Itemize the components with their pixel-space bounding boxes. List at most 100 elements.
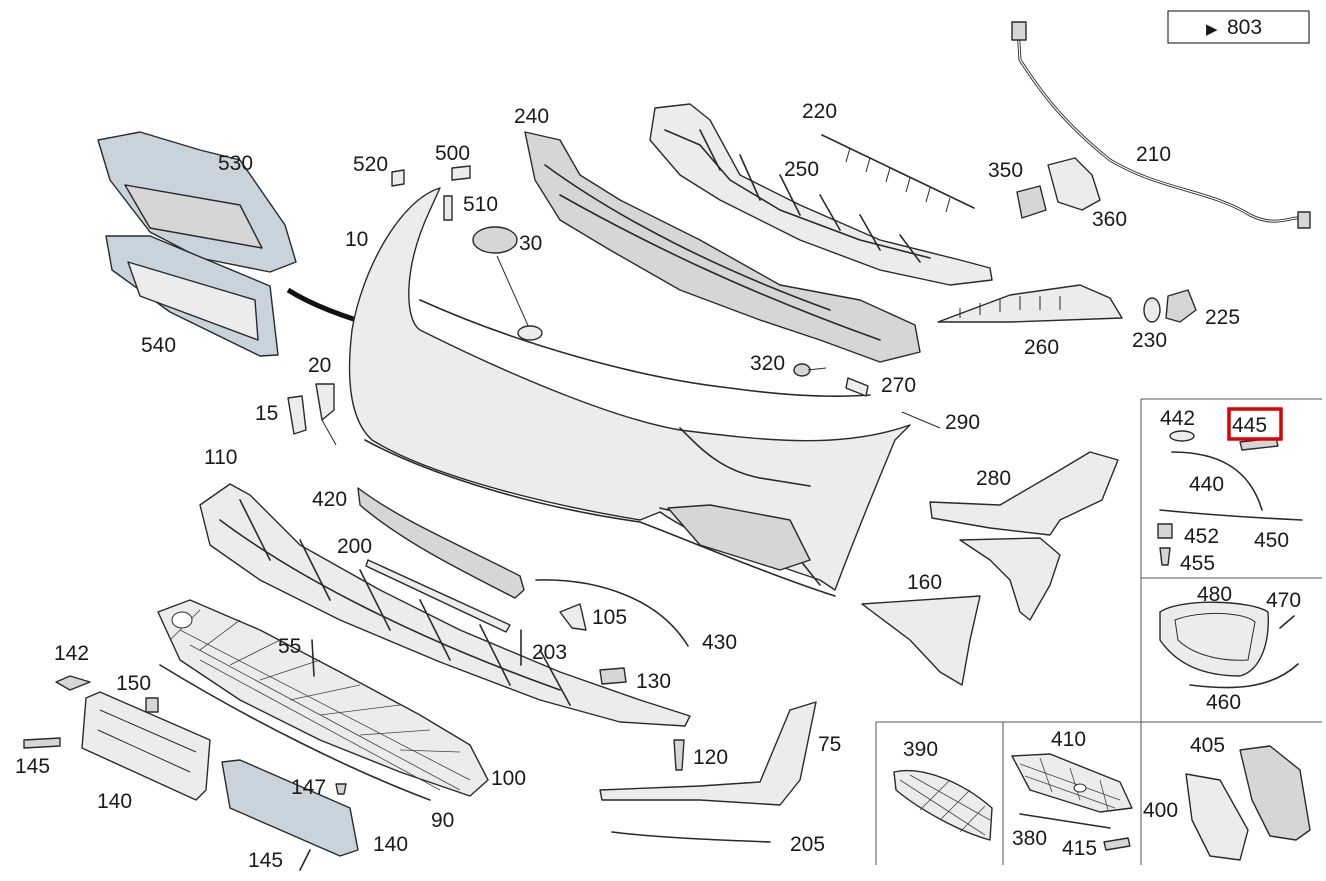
- grille-strip-420[interactable]: [357, 487, 525, 599]
- callout-105[interactable]: 105: [592, 606, 627, 629]
- callout-420[interactable]: 420: [312, 488, 347, 511]
- fasteners-top[interactable]: [391, 165, 471, 221]
- energy-absorber[interactable]: [524, 131, 921, 363]
- callout-30[interactable]: 30: [519, 232, 542, 255]
- callout-10[interactable]: 10: [345, 228, 368, 251]
- screw-320[interactable]: [793, 363, 827, 377]
- callout-90[interactable]: 90: [431, 809, 454, 832]
- strip-200[interactable]: [365, 559, 511, 633]
- bumper-crossmember[interactable]: [649, 103, 993, 286]
- trim-strip-440[interactable]: [1171, 451, 1263, 511]
- callout-350[interactable]: 350: [988, 159, 1023, 182]
- trim-430[interactable]: [535, 579, 689, 647]
- callout-55[interactable]: 55: [278, 635, 301, 658]
- air-duct-lower[interactable]: [105, 235, 279, 357]
- callout-200[interactable]: 200: [337, 535, 372, 558]
- callout-520[interactable]: 520: [353, 153, 388, 176]
- side-bracket-upper[interactable]: [937, 284, 1123, 323]
- nut-452[interactable]: [1157, 523, 1173, 539]
- callout-205[interactable]: 205: [790, 833, 825, 856]
- bumper-cover[interactable]: [348, 187, 911, 597]
- callout-220[interactable]: 220: [802, 100, 837, 123]
- grille-390[interactable]: [893, 769, 993, 841]
- callout-445[interactable]: 445: [1232, 414, 1267, 437]
- sensor-bracket[interactable]: [1047, 157, 1101, 211]
- callout-430[interactable]: 430: [702, 631, 737, 654]
- callout-142[interactable]: 142: [54, 642, 89, 665]
- callout-150[interactable]: 150: [116, 672, 151, 695]
- pin-55[interactable]: [311, 639, 315, 677]
- callout-415[interactable]: 415: [1062, 837, 1097, 860]
- callout-210[interactable]: 210: [1136, 143, 1171, 166]
- air-duct-upper[interactable]: [97, 131, 297, 273]
- trim-470[interactable]: [1279, 615, 1295, 629]
- screw-142[interactable]: [55, 675, 91, 691]
- callout-270[interactable]: 270: [881, 374, 916, 397]
- callout-145-a[interactable]: 145: [15, 755, 50, 778]
- clip-290[interactable]: [901, 411, 941, 429]
- callout-130[interactable]: 130: [636, 670, 671, 693]
- screw-455[interactable]: [1159, 547, 1171, 566]
- callout-455[interactable]: 455: [1180, 552, 1215, 575]
- callout-380[interactable]: 380: [1012, 827, 1047, 850]
- callout-290[interactable]: 290: [945, 411, 980, 434]
- clip-105[interactable]: [559, 603, 587, 631]
- screw-145b[interactable]: [299, 849, 311, 871]
- callout-120[interactable]: 120: [693, 746, 728, 769]
- parking-sensor[interactable]: [1143, 289, 1197, 323]
- callout-470[interactable]: 470: [1266, 589, 1301, 612]
- callout-320[interactable]: 320: [750, 352, 785, 375]
- callout-450[interactable]: 450: [1254, 529, 1289, 552]
- reference-box[interactable]: ▶ 803: [1167, 10, 1310, 44]
- callout-440[interactable]: 440: [1189, 473, 1224, 496]
- callout-75[interactable]: 75: [818, 733, 841, 756]
- callout-405[interactable]: 405: [1190, 734, 1225, 757]
- callout-452[interactable]: 452: [1184, 525, 1219, 548]
- trim-380[interactable]: [1019, 813, 1111, 829]
- callout-360[interactable]: 360: [1092, 208, 1127, 231]
- callout-442[interactable]: 442: [1160, 407, 1195, 430]
- trim-205[interactable]: [611, 831, 771, 843]
- callout-147[interactable]: 147: [291, 776, 326, 799]
- callout-410[interactable]: 410: [1051, 728, 1086, 751]
- grille-410[interactable]: [1011, 753, 1133, 813]
- callout-390[interactable]: 390: [903, 738, 938, 761]
- emblem-442[interactable]: [1169, 430, 1195, 442]
- trim-450[interactable]: [1159, 509, 1303, 521]
- callout-400[interactable]: 400: [1143, 799, 1178, 822]
- clip-130[interactable]: [599, 667, 627, 685]
- trim-460[interactable]: [1189, 663, 1299, 689]
- callout-530[interactable]: 530: [218, 152, 253, 175]
- callout-250[interactable]: 250: [784, 158, 819, 181]
- exhaust-housing-405[interactable]: [1239, 745, 1311, 841]
- bracket-15[interactable]: [287, 395, 307, 435]
- lower-frame[interactable]: [199, 483, 691, 727]
- callout-260[interactable]: 260: [1024, 336, 1059, 359]
- callout-540[interactable]: 540: [141, 334, 176, 357]
- callout-15[interactable]: 15: [255, 402, 278, 425]
- callout-510[interactable]: 510: [463, 193, 498, 216]
- lower-grille[interactable]: [157, 599, 489, 797]
- callout-140-a[interactable]: 140: [97, 790, 132, 813]
- callout-500[interactable]: 500: [435, 142, 470, 165]
- callout-225[interactable]: 225: [1205, 306, 1240, 329]
- callout-480[interactable]: 480: [1197, 583, 1232, 606]
- rivet-120[interactable]: [673, 739, 685, 771]
- callout-230[interactable]: 230: [1132, 329, 1167, 352]
- sensor-strip[interactable]: [821, 134, 975, 213]
- exhaust-trim-480[interactable]: [1159, 601, 1269, 677]
- callout-140-b[interactable]: 140: [373, 833, 408, 856]
- clip-147[interactable]: [335, 783, 347, 795]
- callout-20[interactable]: 20: [308, 354, 331, 377]
- callout-145-b[interactable]: 145: [248, 849, 283, 872]
- side-bracket-160[interactable]: [861, 595, 981, 686]
- trim-90[interactable]: [159, 664, 431, 801]
- callout-110[interactable]: 110: [204, 446, 237, 469]
- radar-sensor[interactable]: [1016, 185, 1047, 219]
- exhaust-housing-400[interactable]: [1185, 773, 1249, 861]
- clip-270[interactable]: [845, 377, 869, 397]
- callout-240[interactable]: 240: [514, 105, 549, 128]
- plate-bracket-lower[interactable]: [221, 759, 359, 857]
- callout-160[interactable]: 160: [907, 571, 942, 594]
- screw-145a[interactable]: [23, 737, 61, 749]
